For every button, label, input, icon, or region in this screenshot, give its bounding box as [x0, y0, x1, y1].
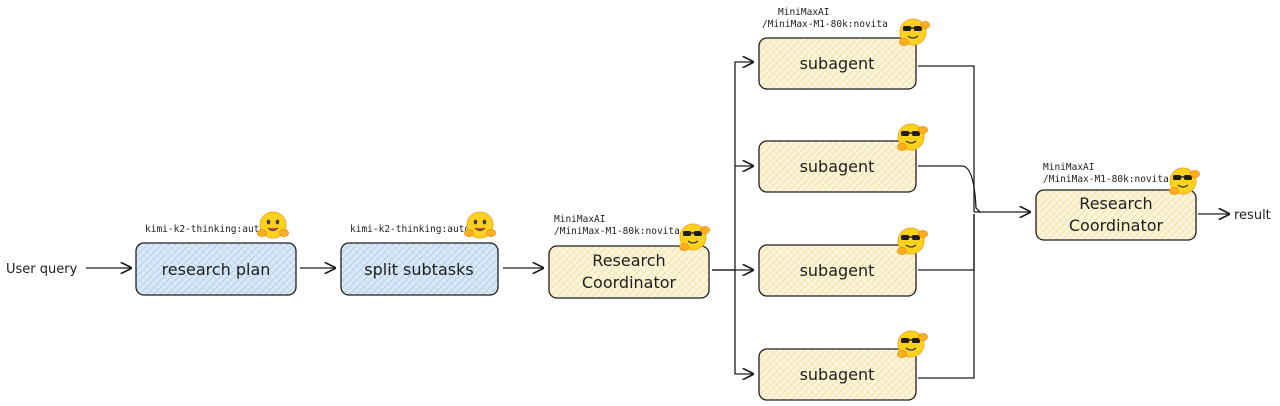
coordinator-model-line1: MiniMaxAI: [554, 214, 605, 225]
split-subtasks-label: split subtasks: [364, 260, 473, 279]
subagent-label: subagent: [800, 54, 875, 73]
final-coordinator-model-line2: /MiniMax-M1-80k:novita: [1043, 174, 1169, 185]
node-subagent-4: subagent: [758, 330, 929, 401]
node-subagent-1: subagent MiniMaxAI /MiniMax-M1-80k:novit…: [758, 7, 931, 90]
hugging-face-icon: [464, 211, 496, 239]
edge-subagent-1-to-final: [918, 65, 975, 212]
subagent-1-model-line1: MiniMaxAI: [778, 7, 829, 18]
cool-hugging-face-icon: [896, 123, 929, 152]
research-plan-label: research plan: [162, 260, 271, 279]
node-final-research-coordinator: Research Coordinator MiniMaxAI /MiniMax-…: [1035, 162, 1201, 241]
result-label: result: [1234, 208, 1271, 223]
node-split-subtasks: split subtasks kimi-k2-thinking:auto: [340, 211, 499, 296]
final-coordinator-label-line2: Coordinator: [1069, 216, 1164, 235]
split-subtasks-model: kimi-k2-thinking:auto: [350, 224, 470, 235]
edge-subagent-4-to-final: [918, 214, 975, 379]
coordinator-model-line2: /MiniMax-M1-80k:novita: [554, 226, 680, 237]
cool-hugging-face-icon: [896, 330, 929, 359]
subagent-label: subagent: [800, 365, 875, 384]
cool-hugging-face-icon: [1168, 167, 1201, 196]
edge-subagent-3-to-final: [918, 214, 975, 271]
node-subagent-2: subagent: [758, 123, 929, 193]
final-coordinator-model-line1: MiniMaxAI: [1043, 162, 1094, 173]
research-plan-model: kimi-k2-thinking:auto: [145, 224, 265, 235]
node-subagent-3: subagent: [758, 227, 929, 297]
edge-coordinator-to-subagent-4: [734, 270, 753, 374]
node-research-coordinator: Research Coordinator MiniMaxAI /MiniMax-…: [548, 214, 711, 299]
coordinator-label-line1: Research: [592, 251, 665, 270]
node-research-plan: research plan kimi-k2-thinking:auto: [135, 211, 297, 296]
subagent-label: subagent: [800, 157, 875, 176]
edge-subagent-2-to-final: [918, 165, 981, 213]
final-coordinator-label-line1: Research: [1079, 194, 1152, 213]
cool-hugging-face-icon: [898, 18, 931, 47]
coordinator-label-line2: Coordinator: [582, 273, 677, 292]
subagent-1-model-line2: /MiniMax-M1-80k:novita: [762, 19, 888, 30]
cool-hugging-face-icon: [896, 227, 929, 256]
subagent-label: subagent: [800, 261, 875, 280]
hugging-face-icon: [257, 211, 289, 239]
user-query-label: User query: [6, 262, 78, 277]
